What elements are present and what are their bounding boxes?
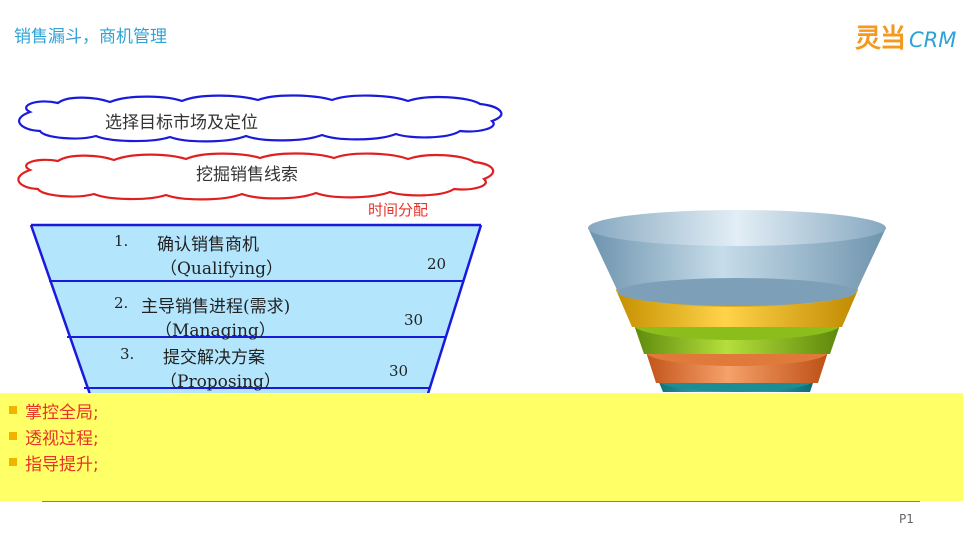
stage-3-en: （Proposing） [160, 372, 281, 392]
cloud-text-sales-leads: 挖掘销售线索 [196, 165, 298, 185]
footer-divider [42, 501, 920, 502]
page-title: 销售漏斗，商机管理 [14, 27, 167, 47]
cloud-target-market [18, 94, 503, 143]
bullet-square-icon [9, 458, 17, 466]
sales-stage-funnel [29, 223, 483, 401]
stage-2-cn: 主导销售进程(需求) [141, 297, 291, 317]
logo-crm-text: CRM [909, 28, 957, 52]
funnel-right-edge [424, 224, 483, 401]
key-points-list: 掌控全局; 透视过程; 指导提升; [9, 397, 99, 475]
list-item-text: 指导提升; [25, 454, 99, 475]
stage-1-time: 20 [427, 255, 447, 273]
brand-logo: 灵当 CRM [855, 18, 957, 54]
time-allocation-label: 时间分配 [368, 201, 429, 219]
stage-3-index: 3. [120, 345, 135, 363]
stage-3-time: 30 [389, 362, 409, 380]
list-item: 掌控全局; [9, 397, 99, 423]
list-item-text: 透视过程; [25, 428, 99, 449]
bullet-square-icon [9, 432, 17, 440]
funnel-left-edge [29, 224, 94, 401]
stage-2-index: 2. [114, 294, 129, 312]
cloud-text-target-market: 选择目标市场及定位 [105, 113, 258, 133]
key-points-panel [0, 393, 963, 501]
page-number: P1 [899, 512, 914, 526]
list-item: 透视过程; [9, 423, 99, 449]
stage-3-cn: 提交解决方案 [163, 348, 265, 368]
list-item: 指导提升; [9, 449, 99, 475]
stage-1-index: 1. [114, 232, 129, 250]
stage-1-cn: 确认销售商机 [157, 235, 259, 255]
stage-1-en: （Qualifying） [160, 259, 284, 279]
bullet-square-icon [9, 406, 17, 414]
funnel-3d-illustration [588, 210, 886, 392]
list-item-text: 掌控全局; [25, 402, 99, 423]
cloud-sales-leads [17, 152, 495, 201]
stage-2-en: （Managing） [155, 321, 276, 341]
logo-cn-text: 灵当 [855, 24, 906, 54]
stage-2-time: 30 [404, 311, 424, 329]
funnel-body [31, 225, 481, 400]
